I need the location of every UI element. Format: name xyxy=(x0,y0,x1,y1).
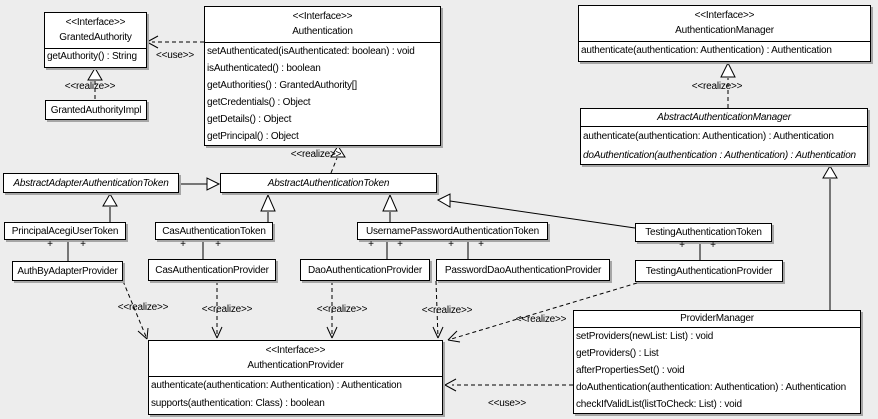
class-authentication-provider: <<Interface>> AuthenticationProvider aut… xyxy=(148,340,443,415)
realize-label: <<realize>> xyxy=(515,314,567,325)
class-password-dao-authentication-provider: PasswordDaoAuthenticationProvider xyxy=(436,259,610,281)
class-name: AuthByAdapterProvider xyxy=(17,265,118,277)
method-row: getAuthorities() : GrantedAuthority[] xyxy=(207,80,357,91)
class-abstract-authentication-token: AbstractAuthenticationToken xyxy=(220,173,437,193)
class-name: DaoAuthenticationProvider xyxy=(308,264,422,276)
class-header: <<Interface>> AuthenticationProvider xyxy=(149,341,442,377)
class-name: TestingAuthenticationToken xyxy=(645,227,762,238)
method-row: isAuthenticated() : boolean xyxy=(207,63,321,74)
method-row: authenticate(authentication: Authenticat… xyxy=(151,380,402,391)
method-row: getAuthority() : String xyxy=(47,51,137,62)
realize-label: <<realize>> xyxy=(201,304,253,315)
realize-label: <<realize>> xyxy=(316,304,368,315)
class-provider-manager: ProviderManager setProviders(newList: Li… xyxy=(573,310,861,414)
association-plus: + xyxy=(679,240,685,251)
class-granted-authority-impl: GrantedAuthorityImpl xyxy=(45,100,147,120)
class-name: AbstractAuthenticationManager xyxy=(581,109,867,127)
method-list: getAuthority() : String xyxy=(45,49,146,65)
method-row: doAuthentication(authentication: Authent… xyxy=(576,382,846,393)
association-plus: + xyxy=(478,239,484,250)
class-granted-authority: <<Interface>> GrantedAuthority getAuthor… xyxy=(44,12,147,68)
association-plus: + xyxy=(710,240,716,251)
method-row: afterPropertiesSet() : void xyxy=(576,365,685,376)
stereotype-label: <<Interface>> xyxy=(292,11,353,22)
class-principal-acegi-user-token: PrincipalAcegiUserToken xyxy=(4,222,126,240)
method-row: getPrincipal() : Object xyxy=(207,131,299,142)
class-dao-authentication-provider: DaoAuthenticationProvider xyxy=(300,259,430,281)
realize-label: <<realize>> xyxy=(64,81,116,92)
use-label: <<use>> xyxy=(155,50,195,61)
stereotype-label: <<Interface>> xyxy=(694,10,755,21)
method-row: getCredentials() : Object xyxy=(207,97,311,108)
class-header: <<Interface>> Authentication xyxy=(205,7,440,43)
association-plus: + xyxy=(448,239,454,250)
realize-label: <<realize>> xyxy=(691,81,743,92)
stereotype-label: <<Interface>> xyxy=(65,17,126,28)
class-testing-authentication-token: TestingAuthenticationToken xyxy=(635,223,772,242)
class-abstract-adapter-authentication-token: AbstractAdapterAuthenticationToken xyxy=(3,173,179,193)
association-plus: + xyxy=(47,239,53,250)
class-header: <<Interface>> AuthenticationManager xyxy=(579,6,870,42)
class-username-password-authentication-token: UsernamePasswordAuthenticationToken xyxy=(357,222,548,240)
association-plus: + xyxy=(215,239,221,250)
realize-label: <<realize>> xyxy=(290,149,342,160)
method-row: getProviders() : List xyxy=(576,348,659,359)
stereotype-label: <<Interface>> xyxy=(265,345,326,356)
class-name: CasAuthenticationProvider xyxy=(155,264,269,276)
method-row: doAuthentication(authentication : Authen… xyxy=(583,150,856,161)
class-name: AuthenticationManager xyxy=(675,25,774,36)
class-name: CasAuthenticationToken xyxy=(162,225,266,237)
class-name: PrincipalAcegiUserToken xyxy=(11,225,119,237)
class-testing-authentication-provider: TestingAuthenticationProvider xyxy=(635,260,783,282)
method-row: checkIfValidList(listToCheck: List) : vo… xyxy=(576,399,742,410)
method-list: authenticate(authentication: Authenticat… xyxy=(149,377,442,413)
class-name: AuthenticationProvider xyxy=(247,360,344,371)
association-plus: + xyxy=(368,239,374,250)
association-plus: + xyxy=(397,239,403,250)
association-plus: + xyxy=(80,239,86,250)
class-name: TestingAuthenticationProvider xyxy=(645,265,773,277)
class-name: ProviderManager xyxy=(574,311,860,328)
method-row: getDetails() : Object xyxy=(207,114,292,125)
class-abstract-authentication-manager: AbstractAuthenticationManager authentica… xyxy=(580,108,868,165)
class-authentication: <<Interface>> Authentication setAuthenti… xyxy=(204,6,441,146)
realize-label: <<realize>> xyxy=(117,302,169,313)
method-list: setProviders(newList: List) : void getPr… xyxy=(574,328,860,413)
realize-label: <<realize>> xyxy=(421,305,473,316)
method-row: setAuthenticated(isAuthenticated: boolea… xyxy=(207,46,415,57)
class-name: GrantedAuthorityImpl xyxy=(50,104,142,116)
class-cas-authentication-provider: CasAuthenticationProvider xyxy=(148,259,276,281)
method-row: authenticate(authentication: Authenticat… xyxy=(583,131,834,142)
association-plus: + xyxy=(180,239,186,250)
use-label: <<use>> xyxy=(487,398,527,409)
class-name: AbstractAdapterAuthenticationToken xyxy=(13,177,169,189)
class-name: AbstractAuthenticationToken xyxy=(267,177,390,189)
method-list: authenticate(authentication: Authenticat… xyxy=(581,127,867,165)
class-name: PasswordDaoAuthenticationProvider xyxy=(444,264,602,276)
class-auth-by-adapter-provider: AuthByAdapterProvider xyxy=(12,261,123,281)
method-row: supports(authentication: Class) : boolea… xyxy=(151,398,325,409)
method-row: setProviders(newList: List) : void xyxy=(576,331,714,342)
method-row: authenticate(authentication: Authenticat… xyxy=(581,45,832,56)
method-list: authenticate(authentication: Authenticat… xyxy=(579,42,870,60)
class-name: GrantedAuthority xyxy=(59,32,132,43)
class-authentication-manager: <<Interface>> AuthenticationManager auth… xyxy=(578,5,871,62)
class-name: Authentication xyxy=(292,26,353,37)
class-header: <<Interface>> GrantedAuthority xyxy=(45,13,146,49)
class-name: UsernamePasswordAuthenticationToken xyxy=(365,225,540,237)
method-list: setAuthenticated(isAuthenticated: boolea… xyxy=(205,43,440,145)
class-cas-authentication-token: CasAuthenticationToken xyxy=(155,222,273,240)
